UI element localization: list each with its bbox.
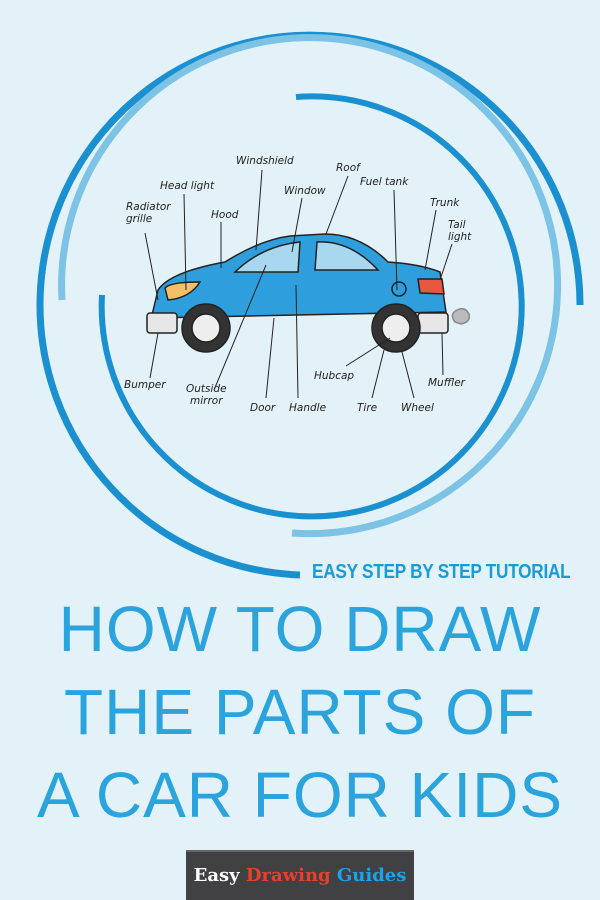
label-windshield: Windshield <box>236 155 294 167</box>
title-line-1: HOW TO DRAW <box>58 593 542 665</box>
brand-easy: Easy <box>193 865 240 886</box>
label-muffler: Muffler <box>428 377 465 389</box>
label-trunk: Trunk <box>430 197 460 209</box>
label-hubcap: Hubcap <box>314 370 355 382</box>
label-radiator-grille: Radiator grille <box>126 201 171 225</box>
label-window: Window <box>284 185 326 197</box>
brand-logo[interactable]: Easy Drawing Guides <box>186 850 414 900</box>
subtitle: EASY STEP BY STEP TUTORIAL <box>312 561 571 583</box>
label-hood: Hood <box>211 209 239 221</box>
inner-arc <box>98 93 525 520</box>
label-tail-light: Tail light <box>448 219 472 243</box>
label-tire: Tire <box>357 402 378 414</box>
label-roof: Roof <box>336 162 360 174</box>
car-illustration <box>146 233 471 353</box>
label-head-light: Head light <box>160 180 215 192</box>
leader-lines <box>144 169 453 399</box>
label-handle: Handle <box>289 402 327 414</box>
label-bumper: Bumper <box>124 379 166 391</box>
title-line-3: A CAR FOR KIDS <box>36 759 564 831</box>
title-line-2: THE PARTS OF <box>64 676 536 748</box>
brand-guides: Guides <box>336 865 407 886</box>
label-wheel: Wheel <box>401 402 434 414</box>
label-door: Door <box>250 402 276 414</box>
label-outside-mirror: Outside mirror <box>186 383 227 407</box>
brand-drawing: Drawing <box>245 865 331 886</box>
outer-arc <box>36 31 584 579</box>
label-fuel-tank: Fuel tank <box>360 176 409 188</box>
middle-arc <box>58 34 562 538</box>
